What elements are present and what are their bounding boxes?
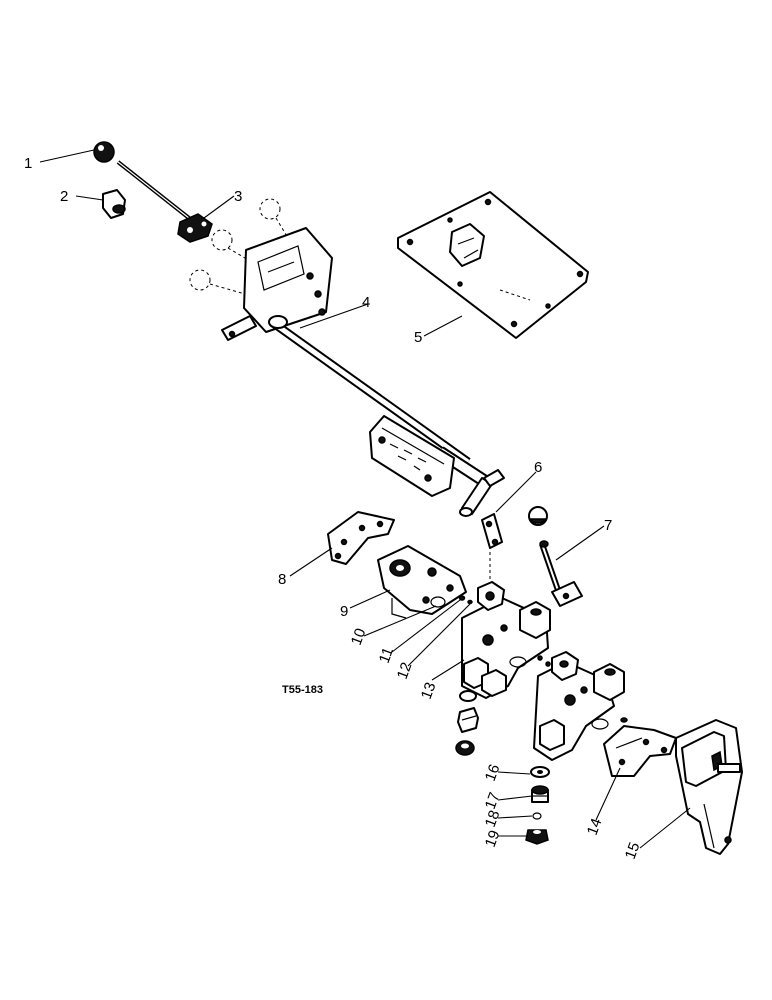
callout-5: 5 bbox=[414, 329, 422, 346]
part-6-link bbox=[481, 513, 503, 590]
reference-code: T55-183 bbox=[282, 684, 323, 696]
valve-fittings bbox=[455, 690, 479, 756]
part-15-housing bbox=[675, 719, 743, 855]
callout-11: 11 bbox=[376, 645, 397, 665]
quadrant-bracket bbox=[221, 227, 333, 341]
part-3-lever-yoke bbox=[116, 160, 213, 243]
callout-12: 12 bbox=[394, 660, 416, 681]
callout-7: 7 bbox=[604, 517, 612, 534]
callout-16: 16 bbox=[482, 762, 504, 783]
part-2-pivot-pin bbox=[102, 189, 126, 219]
part-1-knob bbox=[93, 141, 115, 163]
part-4-control-rod bbox=[268, 315, 505, 517]
callout-3: 3 bbox=[234, 188, 242, 205]
callout-19: 19 bbox=[482, 828, 504, 849]
callout-4: 4 bbox=[362, 294, 370, 311]
part-14-flange bbox=[603, 725, 677, 777]
callout-15: 15 bbox=[622, 840, 644, 861]
parts-16-19-fittings bbox=[525, 766, 550, 845]
part-7-bell-crank bbox=[539, 540, 583, 607]
callout-labels: 1 2 3 4 5 6 7 8 9 10 11 12 13 14 15 16 1… bbox=[24, 155, 643, 862]
callout-1: 1 bbox=[24, 155, 32, 172]
part-13-valve-body bbox=[461, 581, 551, 699]
callout-10: 10 bbox=[348, 626, 370, 647]
rod-guide-bracket bbox=[369, 415, 455, 497]
part-5-cover-plate bbox=[397, 191, 589, 339]
ball bbox=[528, 506, 548, 526]
callout-2: 2 bbox=[60, 188, 68, 205]
callout-14: 14 bbox=[584, 816, 606, 837]
leader-lines bbox=[39, 149, 691, 849]
callout-9: 9 bbox=[340, 603, 348, 620]
part-9-end-cover bbox=[377, 545, 467, 619]
callout-6: 6 bbox=[534, 459, 542, 476]
parts-10-12-seals bbox=[430, 595, 473, 608]
callout-18: 18 bbox=[482, 808, 504, 829]
callout-8: 8 bbox=[278, 571, 286, 588]
callout-13: 13 bbox=[418, 680, 440, 701]
part-8-mounting-bracket bbox=[327, 511, 395, 565]
callout-17: 17 bbox=[482, 790, 504, 811]
second-valve-body bbox=[533, 651, 628, 761]
